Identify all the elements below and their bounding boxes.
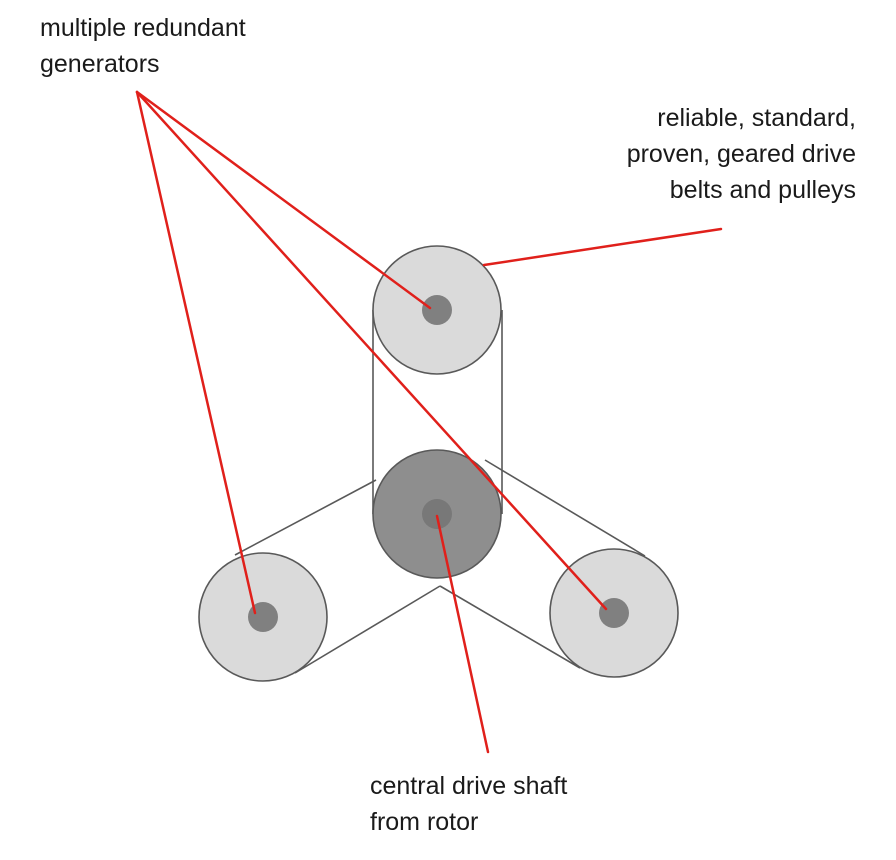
top-generator-hub: [422, 295, 452, 325]
belts: [234, 310, 646, 674]
callout-generators-to-right: [135, 90, 608, 611]
belt-left-inner: [294, 585, 441, 674]
belts-label: reliable, standard, proven, geared drive…: [627, 100, 856, 208]
callout-generators-to-top: [135, 90, 432, 310]
generators-label-line-2: generators: [40, 50, 160, 78]
shaft-label-line-1: central drive shaft: [370, 772, 568, 800]
callout-generators-to-left: [135, 90, 257, 615]
pulleys: [198, 245, 679, 682]
shaft-label: central drive shaft from rotor: [370, 768, 567, 840]
callout-lines: [135, 90, 723, 754]
shaft-label-line-2: from rotor: [370, 808, 479, 836]
belts-label-line-1: reliable, standard,: [657, 104, 856, 132]
callout-shaft: [435, 514, 490, 754]
generators-label-line-1: multiple redundant: [40, 14, 246, 42]
belts-label-line-3: belts and pulleys: [669, 176, 856, 204]
generators-label: multiple redundant generators: [40, 10, 246, 82]
left-generator-hub: [248, 602, 278, 632]
belts-label-line-2: proven, geared drive: [626, 140, 856, 168]
central-drive-hub: [422, 499, 452, 529]
belt-left-outer: [234, 479, 377, 556]
callout-belts: [482, 227, 723, 267]
right-generator-hub: [599, 598, 629, 628]
belt-right-inner: [439, 585, 581, 669]
belt-right-outer: [484, 459, 646, 557]
